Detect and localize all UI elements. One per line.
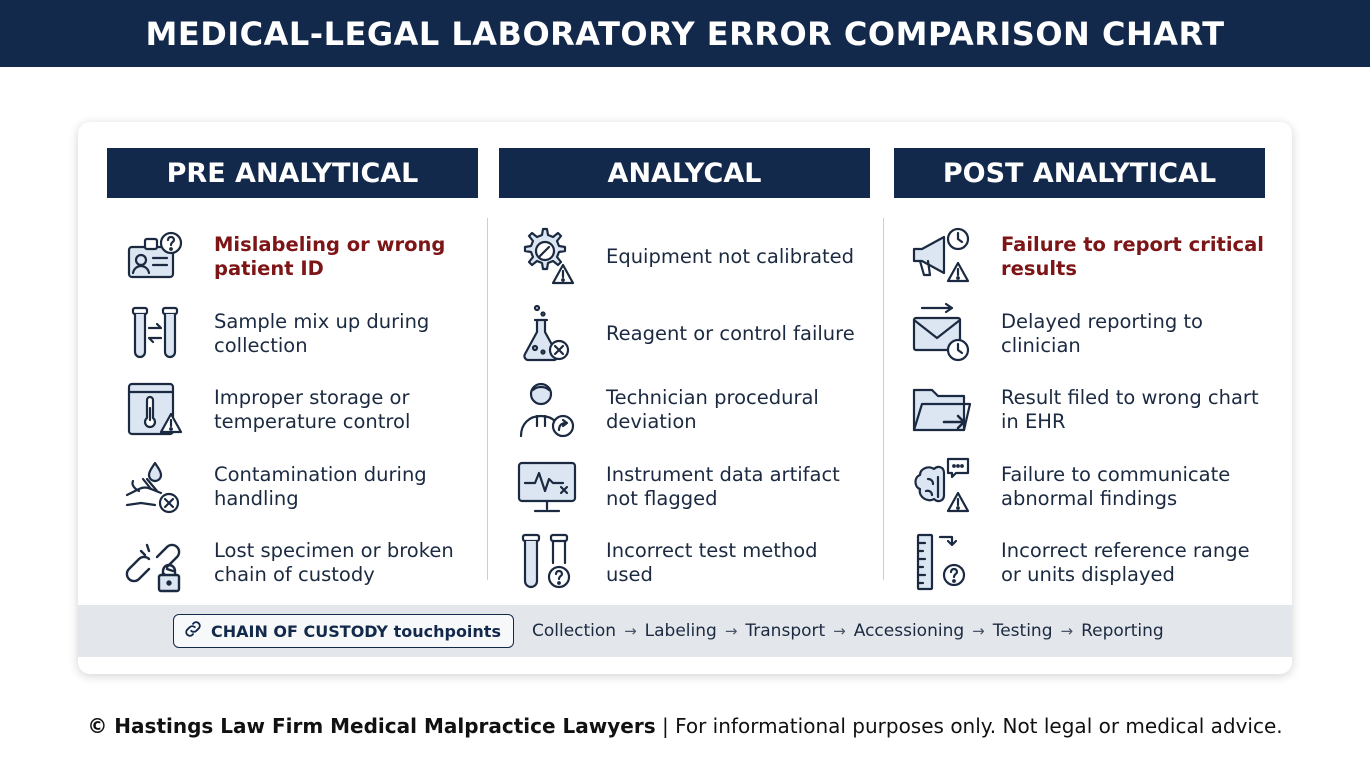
monitor-waveform-icon <box>515 455 579 519</box>
footer-note: | For informational purposes only. Not l… <box>655 714 1283 738</box>
folder-arrow-icon <box>910 378 974 442</box>
item-text: Technician procedural deviation <box>606 386 819 434</box>
page-title: MEDICAL-LEGAL LABORATORY ERROR COMPARISO… <box>145 14 1225 53</box>
envelope-clock-icon <box>910 302 974 366</box>
list-item: Incorrect reference range or units displ… <box>894 525 1265 602</box>
fridge-thermometer-warning-icon <box>123 378 187 442</box>
item-text: Instrument data artifact not flagged <box>606 462 840 510</box>
chain-of-custody-strip: CHAIN OF CUSTODY touchpoints Collection … <box>78 605 1292 657</box>
ruler-question-icon <box>910 531 974 595</box>
hand-droplet-x-icon <box>123 455 187 519</box>
title-bar: MEDICAL-LEGAL LABORATORY ERROR COMPARISO… <box>0 0 1370 67</box>
item-text: Lost specimen or broken chain of custody <box>214 539 454 587</box>
arrow-right-icon: → <box>724 622 738 640</box>
column-divider <box>487 218 488 580</box>
list-item: Reagent or control failure <box>499 296 870 373</box>
column-analytical: ANALYCAL Equipment not calibrated <box>499 148 870 602</box>
item-text: Incorrect test method used <box>606 539 818 587</box>
column-pre-analytical: PRE ANALYTICAL Mislabeling or wrong pati… <box>107 148 478 602</box>
chain-of-custody-badge: CHAIN OF CUSTODY touchpoints <box>173 614 514 648</box>
technician-arrow-icon <box>515 378 579 442</box>
item-text: Sample mix up during collection <box>214 309 430 357</box>
list-item: Result filed to wrong chart in EHR <box>894 372 1265 449</box>
list-item: Incorrect test method used <box>499 525 870 602</box>
item-text: Result filed to wrong chart in EHR <box>1001 386 1259 434</box>
item-text: Equipment not calibrated <box>606 245 855 269</box>
list-item: Improper storage or temperature control <box>107 372 478 449</box>
column-heading: POST ANALYTICAL <box>894 148 1265 198</box>
item-text: Delayed reporting to clinician <box>1001 309 1203 357</box>
item-text: Incorrect reference range or units displ… <box>1001 539 1250 587</box>
arrow-right-icon: → <box>972 622 985 640</box>
item-text: Failure to report critical results <box>1001 233 1264 281</box>
item-text: Improper storage or temperature control <box>214 386 411 434</box>
swapped-test-tubes-icon <box>123 302 187 366</box>
item-text: Contamination during handling <box>214 462 427 510</box>
list-item: Lost specimen or broken chain of custody <box>107 525 478 602</box>
test-tubes-question-icon <box>515 531 579 595</box>
brain-chat-warning-icon <box>910 455 974 519</box>
column-heading: ANALYCAL <box>499 148 870 198</box>
flow-step: Reporting <box>1081 621 1164 641</box>
broken-chain-lock-icon <box>123 531 187 595</box>
link-icon <box>182 618 204 644</box>
gear-wrench-warning-icon <box>515 225 579 289</box>
list-item: Failure to communicate abnormal findings <box>894 449 1265 526</box>
id-badge-question-icon <box>123 225 187 289</box>
list-item: Mislabeling or wrong patient ID <box>107 219 478 296</box>
list-item: Instrument data artifact not flagged <box>499 449 870 526</box>
flow-step: Transport <box>745 621 826 641</box>
comparison-card: PRE ANALYTICAL Mislabeling or wrong pati… <box>78 122 1292 674</box>
arrow-right-icon: → <box>833 622 846 640</box>
list-item: Sample mix up during collection <box>107 296 478 373</box>
column-divider <box>883 218 884 580</box>
megaphone-clock-warning-icon <box>910 225 974 289</box>
flow-step: Labeling <box>644 621 717 641</box>
custody-flow: Collection → Labeling → Transport → Acce… <box>532 621 1164 641</box>
flow-step: Collection <box>531 621 617 641</box>
arrow-right-icon: → <box>1060 622 1074 640</box>
list-item: Contamination during handling <box>107 449 478 526</box>
flow-step: Testing <box>992 621 1053 641</box>
flask-x-icon <box>515 302 579 366</box>
item-text: Mislabeling or wrong patient ID <box>214 233 446 281</box>
list-item: Technician procedural deviation <box>499 372 870 449</box>
arrow-right-icon: → <box>624 622 637 640</box>
list-item: Delayed reporting to clinician <box>894 296 1265 373</box>
item-text: Reagent or control failure <box>606 321 855 345</box>
footer-disclaimer: © Hastings Law Firm Medical Malpractice … <box>0 714 1370 738</box>
flow-step: Accessioning <box>853 621 965 641</box>
footer-brand: © Hastings Law Firm Medical Malpractice … <box>87 714 656 738</box>
list-item: Failure to report critical results <box>894 219 1265 296</box>
list-item: Equipment not calibrated <box>499 219 870 296</box>
column-post-analytical: POST ANALYTICAL Failure to report critic… <box>894 148 1265 602</box>
item-text: Failure to communicate abnormal findings <box>1001 462 1231 510</box>
badge-label: CHAIN OF CUSTODY touchpoints <box>211 621 501 641</box>
column-heading: PRE ANALYTICAL <box>107 148 478 198</box>
